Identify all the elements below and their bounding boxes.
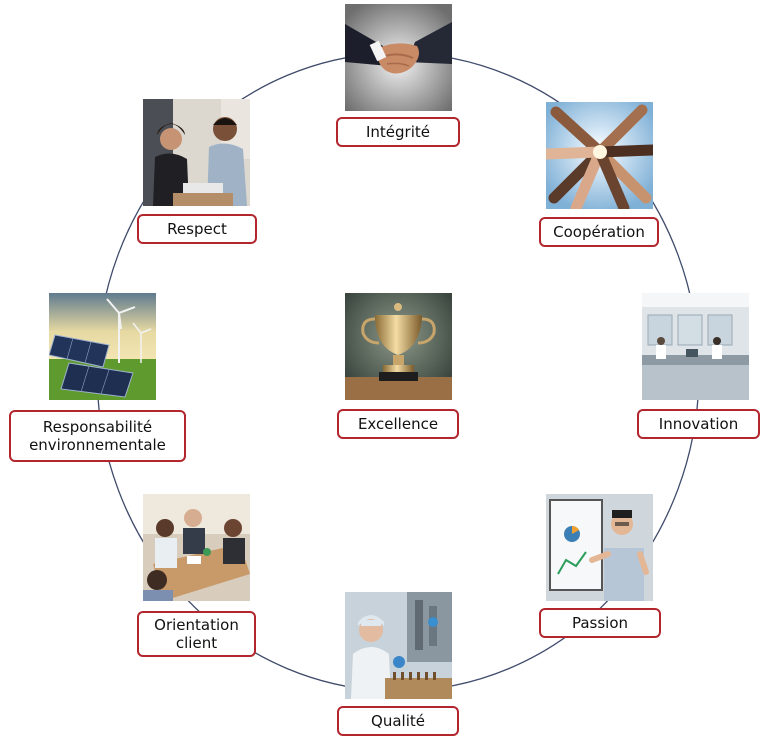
presenter-at-whiteboard-photo — [546, 494, 653, 601]
colleagues-talking-photo — [143, 99, 250, 206]
value-label-cooperation: Coopération — [539, 217, 659, 247]
hands-together-photo — [546, 102, 653, 209]
value-label-qualite: Qualité — [337, 706, 459, 736]
value-label-innovation: Innovation — [637, 409, 760, 439]
value-label-orientation: Orientation client — [137, 611, 256, 657]
value-label-passion: Passion — [539, 608, 661, 638]
team-meeting-photo — [143, 494, 250, 601]
value-label-respect: Respect — [137, 214, 257, 244]
handshake-photo — [345, 4, 452, 111]
value-label-excellence: Excellence — [337, 409, 459, 439]
trophy-photo — [345, 293, 452, 400]
laboratory-photo — [642, 293, 749, 400]
value-label-responsabilite: Responsabilité environnementale — [9, 410, 186, 462]
value-label-integrite: Intégrité — [336, 117, 460, 147]
quality-technician-photo — [345, 592, 452, 699]
solar-panels-wind-turbines-photo — [49, 293, 156, 400]
